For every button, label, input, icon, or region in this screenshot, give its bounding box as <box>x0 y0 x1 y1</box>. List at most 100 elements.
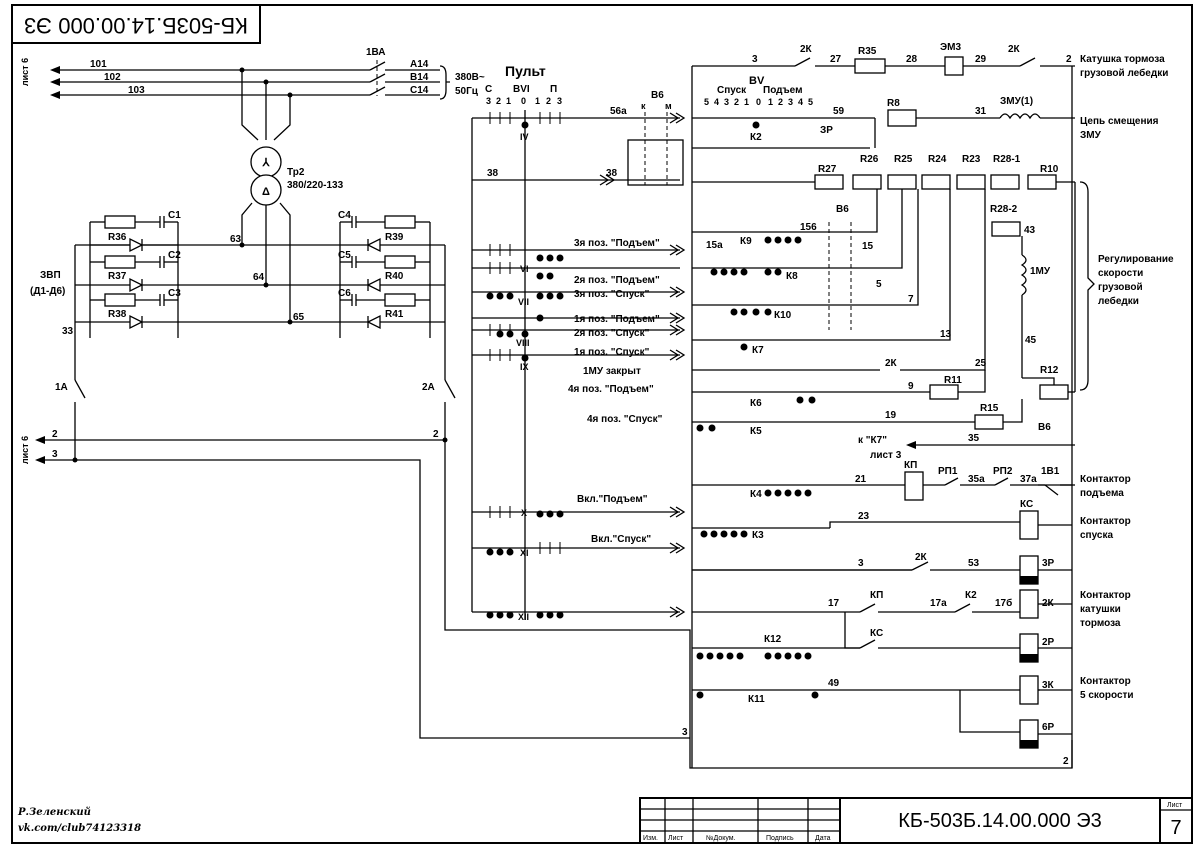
out-wire-2: 2 <box>52 429 58 440</box>
w-45: 45 <box>1025 335 1037 346</box>
k7-label: К7 <box>752 345 764 356</box>
bdigit: 4 <box>798 97 803 107</box>
legend-up-2: подъема <box>1080 488 1124 499</box>
k2-top-b: 2К <box>1008 44 1021 55</box>
legend-bias-1: Цепь смещения <box>1080 116 1159 127</box>
phase-b14: B14 <box>410 72 429 83</box>
supply-voltage: 380В~ <box>455 72 485 83</box>
legend-brake-coil-2: грузовой лебедки <box>1080 67 1168 79</box>
tb-list: Лист <box>668 835 684 842</box>
k2-label: К2 <box>750 132 762 143</box>
coil-6r: 6Р <box>1042 722 1055 733</box>
cap-c6: C6 <box>338 288 351 299</box>
w-59: 59 <box>833 106 845 117</box>
b6-k: к <box>641 101 646 111</box>
legend-reg-2: скорости <box>1098 268 1143 279</box>
power-section: лист 6 101 102 103 1ВА A14 B14 C14 380В~… <box>20 47 1073 769</box>
console-digits: 3 2 1 0 1 2 3 <box>486 96 562 106</box>
r26-label: R26 <box>860 154 879 165</box>
w-35a: 35а <box>968 474 985 485</box>
w-3: 3 <box>752 54 758 65</box>
coil-3r: 3Р <box>1042 558 1055 569</box>
console-section: Пульт С BVI П 3 2 1 0 1 2 3 <box>471 63 686 622</box>
cdigit: 1 <box>535 96 540 106</box>
tb-izm: Изм. <box>643 835 658 842</box>
coil-3k: 3К <box>1042 680 1055 691</box>
console-dots <box>486 121 564 619</box>
legend-reg-1: Регулирование <box>1098 254 1174 265</box>
k2-row2k: К2 <box>965 590 977 601</box>
switch-1va-label: 1ВА <box>366 47 386 58</box>
bv-down: Спуск <box>717 85 747 96</box>
w-37a: 37а <box>1020 474 1037 485</box>
console-bvi: BVI <box>513 84 530 95</box>
sheet-ref-top: лист 6 <box>20 58 30 86</box>
bdigit: 1 <box>744 97 749 107</box>
wire-101: 101 <box>90 59 107 70</box>
svg-text:⅄: ⅄ <box>262 157 271 169</box>
contact-1a: 1А <box>55 382 68 393</box>
legend-brake-1: Контактор <box>1080 590 1131 601</box>
console-connectors <box>599 112 686 618</box>
cap-c2: C2 <box>168 250 181 261</box>
resistor-r41: R41 <box>385 309 404 320</box>
tb-podpis: Подпись <box>766 835 794 842</box>
pos-label: 4я поз. "Подъем" <box>568 384 654 395</box>
legend-down-2: спуска <box>1080 530 1113 541</box>
inverted-designation: КБ-503Б.14.00.000 Э3 <box>24 13 248 38</box>
r35-label: R35 <box>858 46 877 57</box>
cdigit: 1 <box>506 96 511 106</box>
pos-label: 1я поз. "Подъем" <box>574 314 660 325</box>
w-29: 29 <box>975 54 987 65</box>
b6-label: В6 <box>651 90 664 101</box>
legend-speed-2: 5 скорости <box>1080 690 1134 701</box>
sheet-frame <box>11 4 1193 844</box>
bdigit: 0 <box>756 97 761 107</box>
pos-iv: IV <box>520 132 529 142</box>
out-wire-2b: 2 <box>433 429 439 440</box>
pos-vii: VII <box>518 297 529 307</box>
r10-label: R10 <box>1040 164 1059 175</box>
r8-label: R8 <box>887 98 900 109</box>
cdigit: 2 <box>496 96 501 106</box>
wire-65: 65 <box>293 312 305 323</box>
out-wire-3: 3 <box>52 449 58 460</box>
r11-label: R11 <box>944 375 962 386</box>
w-53: 53 <box>968 558 980 569</box>
tb-ndoc: №Докум. <box>706 835 736 842</box>
pos-x: X <box>521 508 527 518</box>
author-link: vk.com/club74123318 <box>18 823 141 834</box>
pos-label: 3я поз. "Спуск" <box>574 289 650 300</box>
k9-label: К9 <box>740 236 752 247</box>
legend: Катушка тормоза грузовой лебедки Цепь см… <box>1080 54 1174 701</box>
console-ticks <box>489 112 561 554</box>
w-15a: 15а <box>706 240 723 251</box>
w-17b: 17б <box>995 597 1012 609</box>
bv-dots <box>696 121 819 699</box>
right-section: 3 2К 27 R35 28 ЭМ3 29 2К 2 R8 59 31 ЗМУ(… <box>682 42 1095 768</box>
cdigit: 3 <box>557 96 562 106</box>
wire-33: 33 <box>62 326 74 337</box>
legend-brake-coil-1: Катушка тормоза <box>1080 54 1165 65</box>
w-13: 13 <box>940 329 952 340</box>
resistor-r40: R40 <box>385 271 404 282</box>
legend-brake-3: тормоза <box>1080 618 1121 629</box>
coil-2r: 2Р <box>1042 637 1055 648</box>
bdigit: 3 <box>788 97 793 107</box>
tb-designation: КБ-503Б.14.00.000 Э3 <box>898 810 1102 832</box>
k7-ref: к "К7" <box>858 435 887 446</box>
bdigit: 5 <box>704 97 709 107</box>
wire-56a: 56а <box>610 106 627 117</box>
w-19: 19 <box>885 410 897 421</box>
w-9: 9 <box>908 381 914 392</box>
b6-right: В6 <box>836 204 849 215</box>
r28-2-label: R28-2 <box>990 204 1018 215</box>
k11-label: К11 <box>748 694 765 705</box>
k12-label: К12 <box>764 634 782 645</box>
tb-sheet-label: Лист <box>1167 802 1183 809</box>
resistor-r38: R38 <box>108 309 127 320</box>
k4-label: К4 <box>750 489 762 500</box>
console-rows <box>472 117 680 613</box>
tb-sheet-number: 7 <box>1170 817 1181 839</box>
